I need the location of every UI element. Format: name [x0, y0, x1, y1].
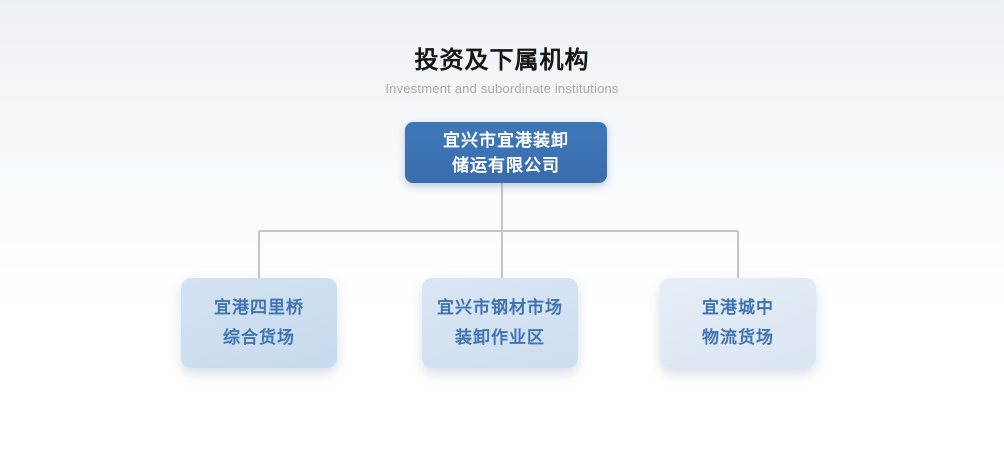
org-node-child-2-line-2: 装卸作业区 [455, 328, 545, 347]
page-title: 投资及下属机构 [414, 47, 590, 74]
org-node-child-3-line-1: 宜港城中 [702, 298, 774, 317]
org-node-root-line-1: 宜兴市宜港装卸 [443, 130, 569, 150]
org-node-child-3: 宜港城中 物流货场 [660, 278, 816, 368]
page-subtitle: Investment and subordinate institutions [385, 81, 619, 96]
org-node-child-1-line-1: 宜港四里桥 [214, 298, 304, 317]
title-block: 投资及下属机构 Investment and subordinate insti… [0, 46, 1004, 97]
org-node-root-line-2: 储运有限公司 [452, 155, 560, 175]
org-node-child-1: 宜港四里桥 综合货场 [181, 278, 337, 368]
org-node-child-2-line-1: 宜兴市钢材市场 [437, 298, 563, 317]
org-node-child-3-line-2: 物流货场 [702, 328, 774, 347]
org-node-child-2: 宜兴市钢材市场 装卸作业区 [422, 278, 578, 368]
org-node-root: 宜兴市宜港装卸 储运有限公司 [405, 122, 607, 183]
org-node-child-1-line-2: 综合货场 [223, 328, 295, 347]
